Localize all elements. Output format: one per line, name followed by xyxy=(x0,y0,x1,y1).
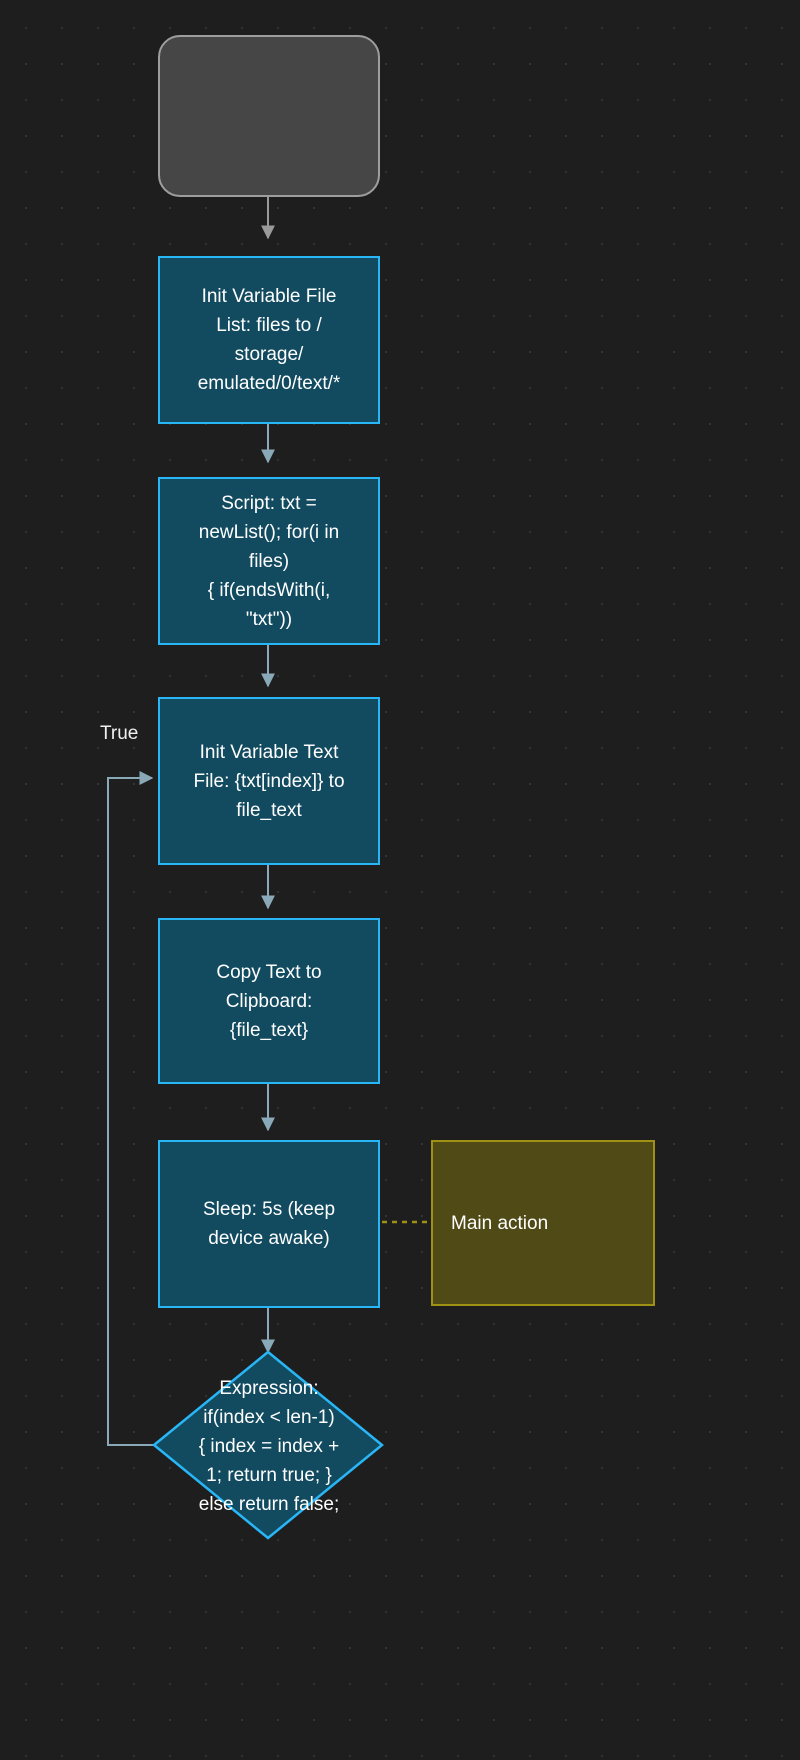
node-main-action-note[interactable]: Main action xyxy=(431,1140,655,1306)
node-sleep-label: Sleep: 5s (keep device awake) xyxy=(202,1199,336,1249)
node-sleep[interactable]: Sleep: 5s (keep device awake) xyxy=(158,1140,380,1308)
node-expression-decision[interactable]: Expression: if(index < len-1) { index = … xyxy=(150,1368,388,1524)
edge-expression-to-inittextfile-true xyxy=(107,771,160,1446)
node-script-label: Script: txt = newList(); for(i in files)… xyxy=(198,492,340,630)
node-init-variable-file-list[interactable]: Init Variable File List: files to / stor… xyxy=(158,256,380,424)
node-init-variable-text-file[interactable]: Init Variable Text File: {txt[index]} to… xyxy=(158,697,380,865)
node-init-variable-text-file-label: Init Variable Text File: {txt[index]} to… xyxy=(193,741,345,821)
node-init-variable-file-list-label: Init Variable File List: files to / stor… xyxy=(197,286,341,394)
node-copy-text-to-clipboard-label: Copy Text to Clipboard: {file_text} xyxy=(216,961,322,1041)
node-main-action-note-label: Main action xyxy=(451,1212,549,1234)
edge-label-true: True xyxy=(100,723,139,744)
node-expression-decision-label: Expression: if(index < len-1) { index = … xyxy=(198,1377,340,1515)
node-script[interactable]: Script: txt = newList(); for(i in files)… xyxy=(158,477,380,645)
node-start[interactable] xyxy=(158,35,380,197)
node-copy-text-to-clipboard[interactable]: Copy Text to Clipboard: {file_text} xyxy=(158,918,380,1084)
